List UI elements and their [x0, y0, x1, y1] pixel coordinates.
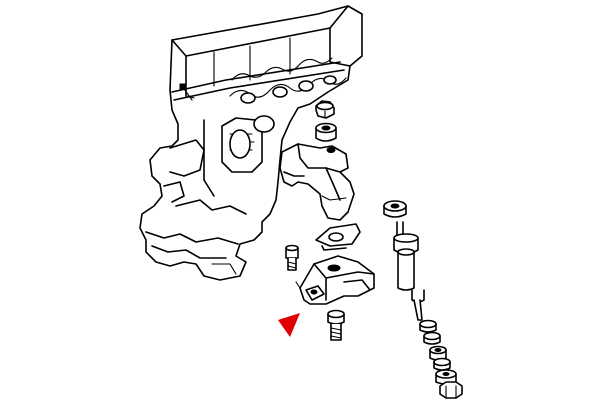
mount-pad	[316, 224, 360, 250]
washer-3	[430, 347, 446, 361]
washer-stack	[420, 321, 462, 399]
lower-bolt	[328, 311, 344, 341]
washer-4	[434, 359, 450, 371]
bottom-nut	[440, 382, 462, 398]
upper-nut	[316, 101, 334, 118]
rubber-mount	[296, 256, 374, 304]
engine-block	[140, 6, 362, 280]
pointer-arrow-icon	[278, 313, 300, 337]
upper-bushing	[316, 124, 336, 142]
mount-bracket	[280, 144, 354, 220]
stud-bolt	[286, 246, 298, 271]
washer-1	[420, 321, 436, 333]
shock-absorber	[384, 201, 424, 320]
washer-2	[424, 333, 440, 345]
